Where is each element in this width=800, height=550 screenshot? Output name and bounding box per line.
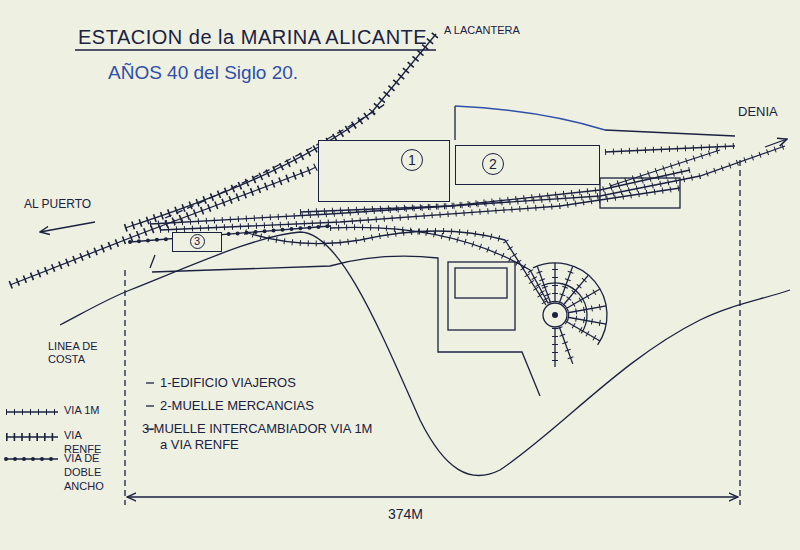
renfe-track [10,167,316,285]
building-box: 3 [172,232,222,252]
depot-building [448,262,515,330]
metre-track [605,146,735,152]
dimension-extension [124,270,125,505]
legend-line [6,436,58,437]
legend-line [6,433,58,441]
title-underline [75,49,436,50]
metre-track [605,146,735,152]
building-box: 1 [318,140,450,202]
direction-arrow [765,139,787,147]
key-bullet [146,382,154,383]
boundary-line [605,130,735,136]
coast-label: LINEA DE COSTA [48,340,112,366]
turntable-track [554,328,555,367]
turntable-pit [543,303,567,327]
legend-item: VIA DE DOBLE ANCHO [4,452,118,493]
callout-number: 3 [190,234,205,249]
key-item: 1-EDIFICIO VIAJEROS [160,375,296,391]
legend-text: VIA 1M [64,404,118,418]
metre-track [245,231,546,305]
legend-sample [4,404,60,420]
coast-line [60,232,790,476]
turntable [533,263,607,367]
dimension-line [127,496,738,497]
turntable-track [559,327,572,364]
building-box: 2 [455,145,600,185]
dimension-label: 374M [385,506,426,523]
subtitle: AÑOS 40 del Siglo 20. [108,62,298,85]
boundary-line [455,106,605,130]
metre-track [245,231,546,305]
callout-number: 1 [401,149,423,171]
legend-line [6,457,58,461]
destination-label: DENIA [738,104,778,120]
station-outline [150,255,540,396]
metre-track [610,150,720,186]
legend-line [6,411,58,412]
callout-number: 2 [482,153,504,175]
destination-label: A LACANTERA [444,24,520,37]
title: ESTACION de la MARINA ALICANTE [78,25,427,49]
legend-line [6,458,58,459]
destination-label: AL PUERTO [24,197,91,211]
key-item: 2-MUELLE MERCANCIAS [160,398,314,414]
legend-sample [4,452,60,468]
legend-item: VIA RENFE [4,429,118,457]
legend-line [6,409,58,415]
station-outline [454,106,455,140]
roundhouse-arc [541,283,587,333]
direction-arrow [40,222,95,232]
metre-track [330,227,548,303]
key-bullet [146,405,154,406]
metre-track [610,150,720,186]
depot-building [455,268,507,298]
turntable-track [552,328,558,367]
legend-sample [4,429,60,445]
renfe-track [10,167,316,285]
key-item: 3-MUELLE INTERCAMBIADOR VIA 1M a VIA REN… [160,421,375,452]
legend-text: VIA DE DOBLE ANCHO [64,452,118,493]
metre-track [330,227,548,303]
dimension-extension [739,160,740,505]
legend-item: VIA 1M [4,404,118,418]
turntable-track [559,327,572,364]
turntable-pivot [552,312,558,318]
roundhouse-arc [533,263,607,345]
